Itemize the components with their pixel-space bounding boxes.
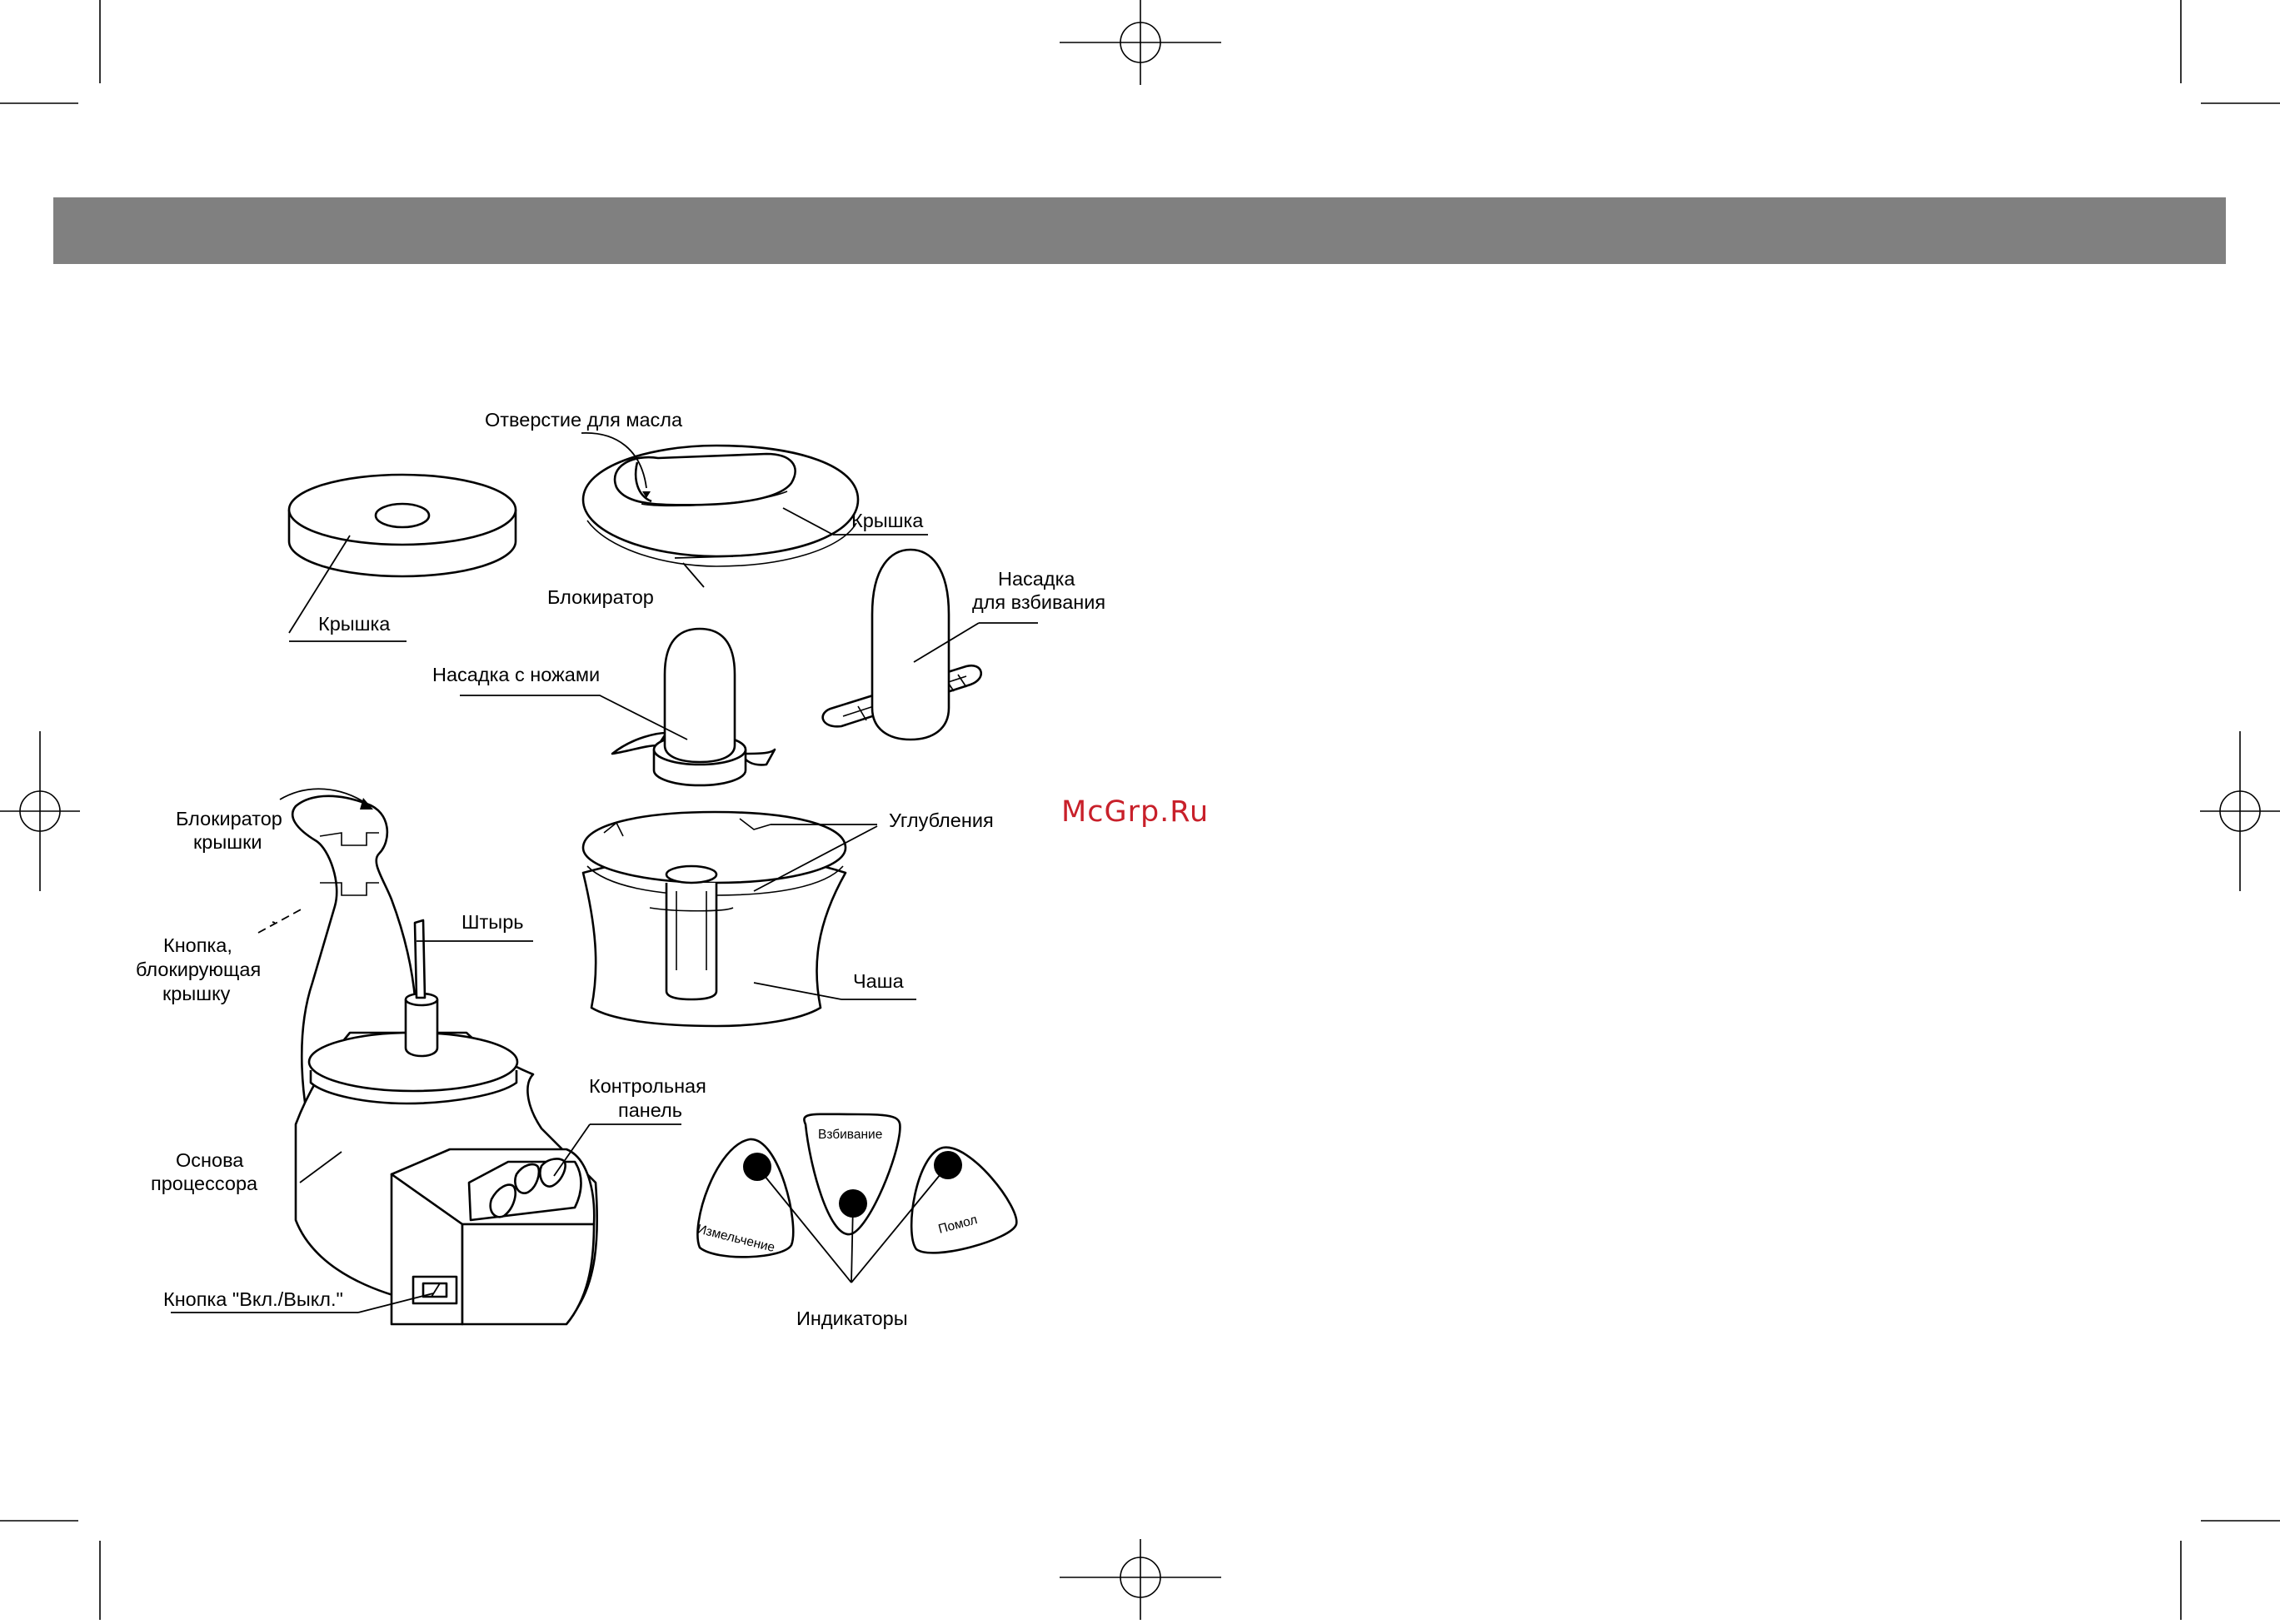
header-band bbox=[53, 197, 2226, 264]
registration-mark-top bbox=[1060, 0, 1221, 85]
label-lid-lock-line2: крышки bbox=[193, 831, 262, 853]
label-lid-left: Крышка bbox=[318, 613, 391, 635]
bowl-illustration bbox=[583, 812, 916, 1026]
label-power-button: Кнопка "Вкл./Выкл." bbox=[163, 1288, 343, 1310]
label-lid-lock-line1: Блокиратор bbox=[176, 808, 282, 829]
registration-mark-right bbox=[2200, 731, 2280, 891]
label-pin: Штырь bbox=[461, 911, 524, 933]
label-blade: Насадка с ножами bbox=[432, 664, 600, 685]
registration-mark-bottom bbox=[1060, 1539, 1221, 1620]
label-base-line2: процессора bbox=[151, 1173, 258, 1194]
label-bowl: Чаша bbox=[853, 970, 905, 992]
mode-grind-pad bbox=[911, 1148, 1016, 1253]
control-panel-detail: Измельчение Взбивание Помол bbox=[696, 1114, 1016, 1283]
label-lid-right: Крышка bbox=[851, 510, 924, 531]
label-panel-line1: Контрольная bbox=[589, 1075, 706, 1097]
mode-whip-label: Взбивание bbox=[818, 1128, 882, 1142]
label-blocker: Блокиратор bbox=[547, 586, 654, 608]
label-base-line1: Основа bbox=[176, 1149, 244, 1171]
registration-mark-left bbox=[0, 731, 80, 891]
label-lock-btn-line1: Кнопка, bbox=[163, 934, 232, 956]
label-panel-line2: панель bbox=[618, 1099, 682, 1121]
label-lock-btn-line3: крышку bbox=[162, 983, 231, 1004]
label-lock-btn-line2: блокирующая bbox=[136, 959, 261, 980]
label-oil-hole: Отверстие для масла bbox=[485, 409, 683, 431]
label-whisk-line2: для взбивания bbox=[972, 591, 1105, 613]
label-whisk-line1: Насадка bbox=[998, 568, 1075, 590]
watermark: McGrp.Ru bbox=[1061, 795, 1209, 829]
label-grooves: Углубления bbox=[889, 810, 994, 831]
label-indicators: Индикаторы bbox=[796, 1308, 908, 1329]
blade-illustration bbox=[460, 629, 775, 785]
